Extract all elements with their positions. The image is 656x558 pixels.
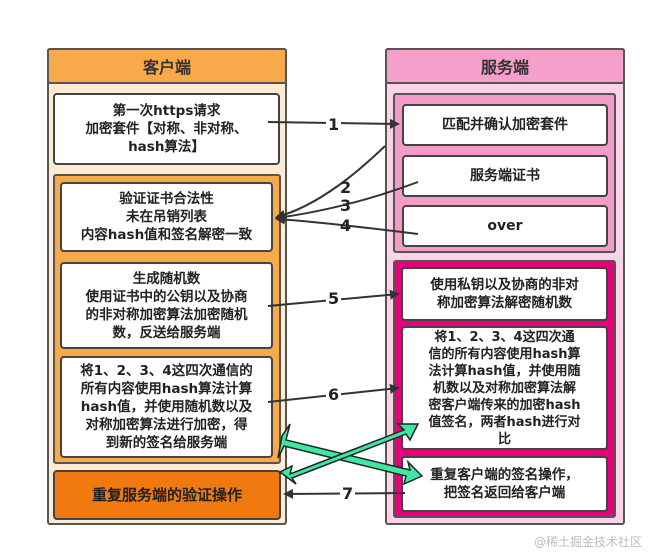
- step-label-3: 3: [340, 196, 352, 215]
- client-step1-text: 第一次https请求 加密套件【对称、非对称、 hash算法】: [85, 103, 248, 155]
- client-random-text: 生成随机数 使用证书中的公钥以及协商 的非对称加密算法加密随机 数，反送给服务端: [85, 270, 248, 341]
- server-match-text: 匹配并确认加密套件: [442, 117, 568, 133]
- server-header: 服务端: [385, 48, 625, 84]
- green-cross-arrow-down: [277, 423, 424, 486]
- step-label-4: 4: [340, 216, 352, 235]
- step-label-2: 2: [340, 178, 352, 197]
- step-label-7: 7: [340, 484, 356, 503]
- step-label-5: 5: [326, 289, 342, 308]
- client-final-text: 重复服务端的验证操作: [91, 486, 242, 504]
- arrow-3: [275, 181, 419, 222]
- client-verify-text: 验证证书合法性 未在吊销列表 内容hash值和签名解密一致: [80, 191, 253, 243]
- client-random-box: 生成随机数 使用证书中的公钥以及协商 的非对称加密算法加密随机 数，反送给服务端: [60, 262, 273, 349]
- arrow-2: [275, 145, 386, 220]
- server-decrypt-box: 使用私钥以及协商的非对 称加密算法解密随机数: [401, 267, 608, 321]
- server-over-text: over: [487, 218, 523, 234]
- watermark: @稀土掘金技术社区: [533, 535, 642, 549]
- server-decrypt-text: 使用私钥以及协商的非对 称加密算法解密随机数: [430, 277, 579, 311]
- client-title: 客户端: [142, 58, 191, 77]
- server-verify-box: 将1、2、3、4这四次通 信的所有内容使用hash算 法计算hash值，并使用随…: [401, 326, 608, 450]
- client-verify-box: 验证证书合法性 未在吊销列表 内容hash值和签名解密一致: [60, 182, 273, 252]
- server-title: 服务端: [480, 58, 529, 77]
- step-label-1: 1: [326, 115, 342, 134]
- server-resign-box: 重复客户端的签名操作， 把签名返回给客户端: [401, 456, 608, 512]
- client-sign-box: 将1、2、3、4这四次通信的 所有内容使用hash算法计算 hash值，并使用随…: [60, 356, 273, 458]
- arrow-4: [275, 214, 419, 235]
- client-sign-text: 将1、2、3、4这四次通信的 所有内容使用hash算法计算 hash值，并使用随…: [80, 363, 253, 451]
- server-resign-text: 重复客户端的签名操作， 把签名返回给客户端: [430, 467, 579, 501]
- client-final-box: 重复服务端的验证操作: [53, 470, 281, 520]
- server-verify-text: 将1、2、3、4这四次通 信的所有内容使用hash算 法计算hash值，并使用随…: [428, 329, 581, 447]
- server-match-box: 匹配并确认加密套件: [402, 104, 608, 146]
- client-step1-box: 第一次https请求 加密套件【对称、非对称、 hash算法】: [53, 93, 280, 165]
- server-over-box: over: [402, 205, 608, 247]
- server-cert-box: 服务端证书: [402, 155, 608, 197]
- green-cross-arrow-up: [278, 423, 420, 485]
- step-label-6: 6: [326, 385, 342, 404]
- client-header: 客户端: [47, 48, 287, 84]
- server-cert-text: 服务端证书: [470, 168, 540, 184]
